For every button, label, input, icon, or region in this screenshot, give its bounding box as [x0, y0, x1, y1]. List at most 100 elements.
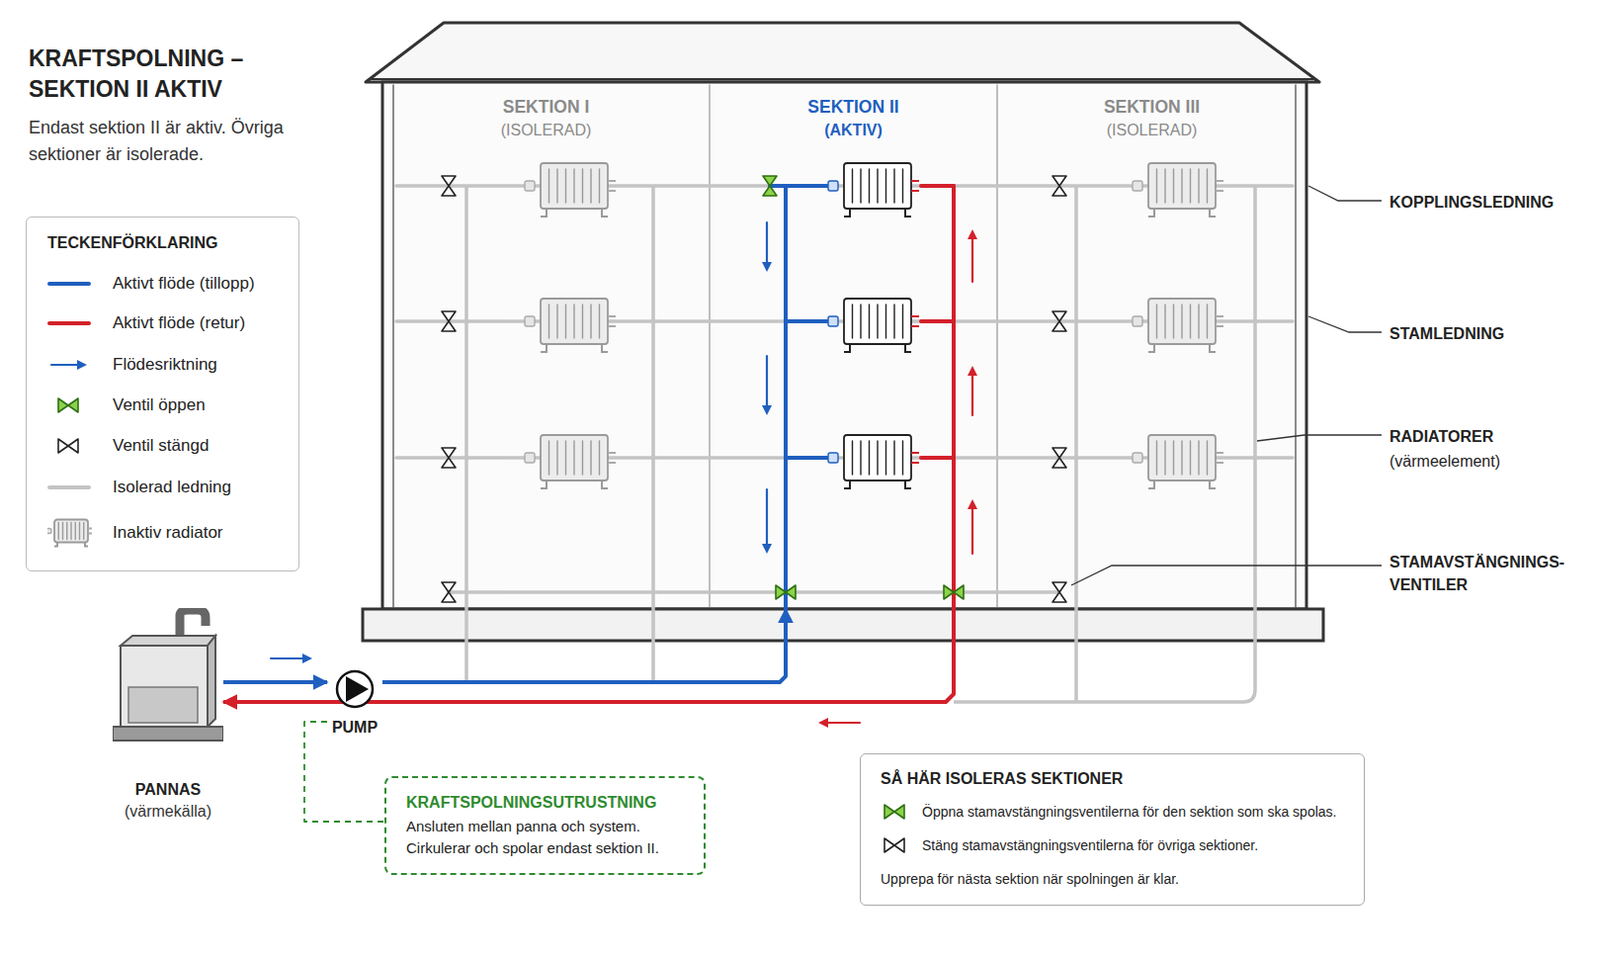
flow-arrow — [761, 543, 772, 554]
legend-text: Isolerad ledning — [112, 476, 232, 499]
callout-label: STAMLEDNING — [1389, 322, 1588, 345]
drawing-part — [902, 168, 904, 203]
building-section: SEKTION I(ISOLERAD) — [382, 82, 710, 609]
drawing-part — [565, 168, 567, 203]
callout-label: RADIATORER — [1389, 424, 1588, 448]
instruction-row: Öppna stamavstängningsventilerna för den… — [880, 801, 1347, 822]
drawing-part — [902, 440, 904, 475]
pipe-line — [466, 185, 1256, 702]
drawing-part — [598, 440, 600, 475]
radiator-symbol — [828, 298, 920, 352]
drawing-part — [921, 319, 954, 324]
valve-symbol — [762, 175, 777, 196]
drawing-part — [1173, 304, 1175, 338]
pump-symbol — [327, 668, 383, 710]
valve-symbol — [884, 838, 905, 852]
valve-symbol — [1052, 175, 1067, 196]
drawing-part — [1206, 168, 1208, 203]
drawing-part — [1164, 440, 1166, 475]
drawing-part — [1189, 168, 1191, 203]
pipe-line — [540, 480, 608, 489]
drawing-part — [524, 316, 535, 327]
box-body: Ansluten mellan panna och system. Cirkul… — [406, 815, 684, 859]
valve-icon — [880, 801, 911, 822]
legend-swatch — [47, 306, 93, 340]
drawing-part — [708, 84, 711, 607]
drawing-part — [573, 168, 575, 203]
drawing-part — [868, 304, 870, 338]
boiler-label: PANNAS — [112, 778, 224, 801]
drawing-part — [392, 84, 395, 607]
drawing-part — [345, 675, 369, 702]
instruction-box: SÅ HÄR ISOLERAS SEKTIONERÖppna stamavstä… — [859, 753, 1365, 906]
drawing-part — [765, 222, 768, 264]
drawing-part — [769, 183, 829, 188]
section-status: (AKTIV) — [709, 118, 998, 143]
drawing-part — [540, 434, 608, 481]
drawing-part — [843, 163, 912, 209]
drawing-part — [75, 522, 77, 540]
drawing-part — [70, 522, 72, 540]
drawing-part — [582, 440, 584, 475]
drawing-part — [540, 163, 608, 209]
drawing-part — [859, 440, 861, 475]
drawing-part — [49, 321, 89, 326]
drawing-part — [1189, 304, 1191, 338]
drawing-part — [207, 635, 216, 727]
pipe-line — [1215, 452, 1224, 463]
drawing-part — [1173, 440, 1175, 475]
drawing-part — [1197, 168, 1199, 203]
drawing-part — [54, 519, 88, 543]
drawing-part — [548, 168, 550, 203]
legend-swatch — [47, 388, 93, 422]
title: KRAFTSPOLNING – SEKTION II AKTIV — [28, 43, 296, 105]
pipe-line — [540, 343, 608, 352]
drawing-part — [1156, 304, 1158, 338]
drawing-part — [876, 168, 878, 203]
radiator-symbol — [524, 163, 616, 217]
drawing-part — [828, 180, 839, 191]
drawing-part — [783, 185, 788, 609]
drawing-part — [1206, 304, 1208, 338]
radiator-symbol — [828, 434, 920, 489]
drawing-part — [565, 440, 567, 475]
flow-arrow — [77, 359, 87, 370]
section-heading: SEKTION I — [382, 94, 710, 119]
valve-symbol — [58, 398, 79, 413]
drawing-part — [828, 452, 839, 463]
instruction-row: Stäng stamavstängningsventilerna för övr… — [880, 835, 1347, 855]
pipe-line — [843, 208, 912, 217]
drawing-part — [876, 440, 878, 475]
pipe-line — [911, 452, 920, 463]
valve-symbol — [1052, 447, 1067, 468]
drawing-part — [885, 304, 887, 338]
drawing-part — [79, 522, 81, 540]
section-status: (ISOLERAD) — [997, 118, 1307, 143]
radiator-symbol — [1132, 434, 1224, 489]
drawing-part — [1156, 440, 1158, 475]
drawing-part — [582, 168, 584, 203]
pipe-line — [1215, 316, 1224, 327]
drawing-part — [1189, 440, 1191, 475]
drawing-part — [556, 168, 558, 203]
drawing-part — [548, 440, 550, 475]
drawing-part — [556, 304, 558, 338]
pipe-line — [911, 180, 920, 191]
radiator-symbol — [1132, 163, 1224, 217]
drawing-part — [573, 304, 575, 338]
drawing-part — [765, 489, 768, 546]
pipe-line — [843, 343, 912, 352]
valve-symbol — [441, 175, 456, 196]
drawing-part — [951, 185, 956, 609]
legend-text: Ventil stängd — [112, 434, 209, 457]
drawing-part — [120, 635, 216, 646]
leader-line — [1308, 185, 1382, 201]
boiler: PANNAS(värmekälla) — [112, 607, 224, 823]
instruction-text: Öppna stamavstängningsventilerna för den… — [922, 801, 1347, 822]
valve-symbol — [58, 438, 79, 453]
instruction-text: Upprepa för nästa sektion när spolningen… — [880, 868, 1347, 889]
drawing-part — [902, 304, 904, 338]
legend-box — [25, 216, 300, 572]
legend-swatch — [47, 266, 93, 301]
connector — [304, 721, 385, 822]
